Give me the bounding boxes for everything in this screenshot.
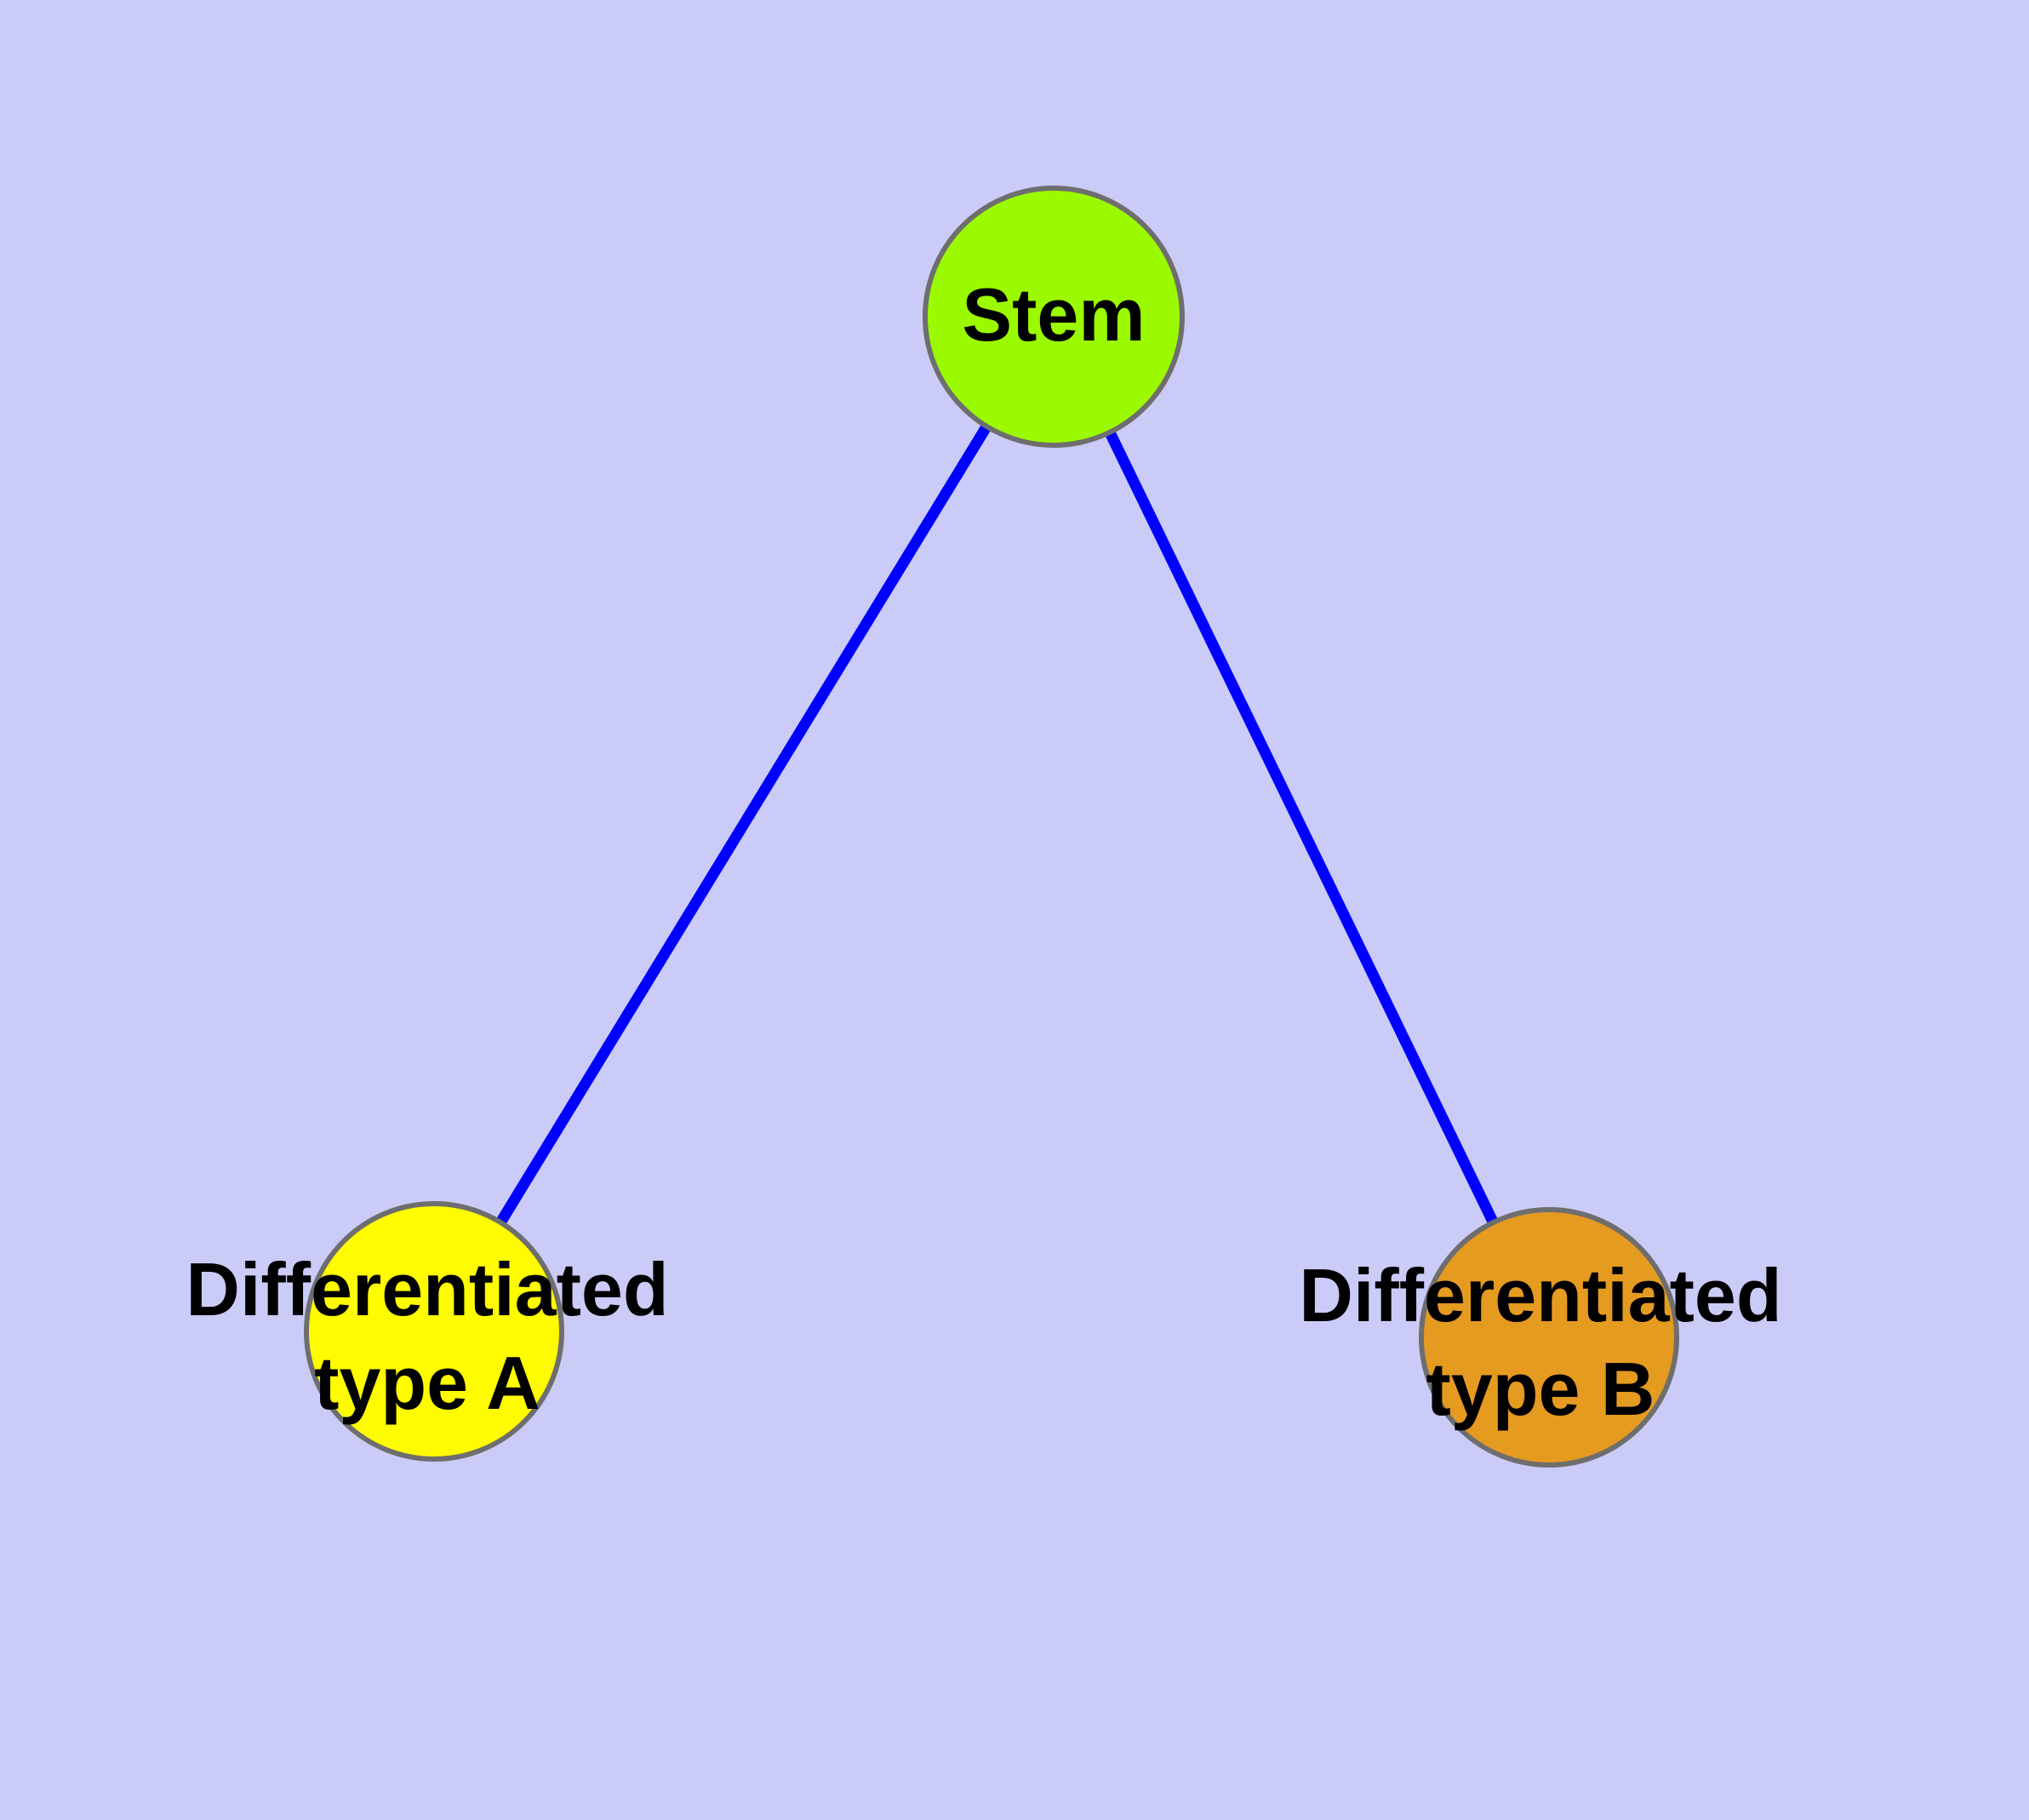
node-type-a-label-line2: type A: [314, 1341, 540, 1425]
node-type-b-label-line1: Differentiated: [1299, 1253, 1781, 1337]
node-stem-label: Stem: [962, 272, 1145, 357]
edge-stem-to-type-a: [429, 313, 1059, 1335]
node-type-a-label-line1: Differentiated: [186, 1247, 668, 1331]
node-type-a: [304, 1201, 564, 1462]
node-type-b: [1419, 1207, 1679, 1468]
node-stem: [923, 186, 1185, 448]
edge-stem-to-type-b: [1049, 314, 1554, 1340]
node-type-b-label-line2: type B: [1426, 1347, 1655, 1431]
